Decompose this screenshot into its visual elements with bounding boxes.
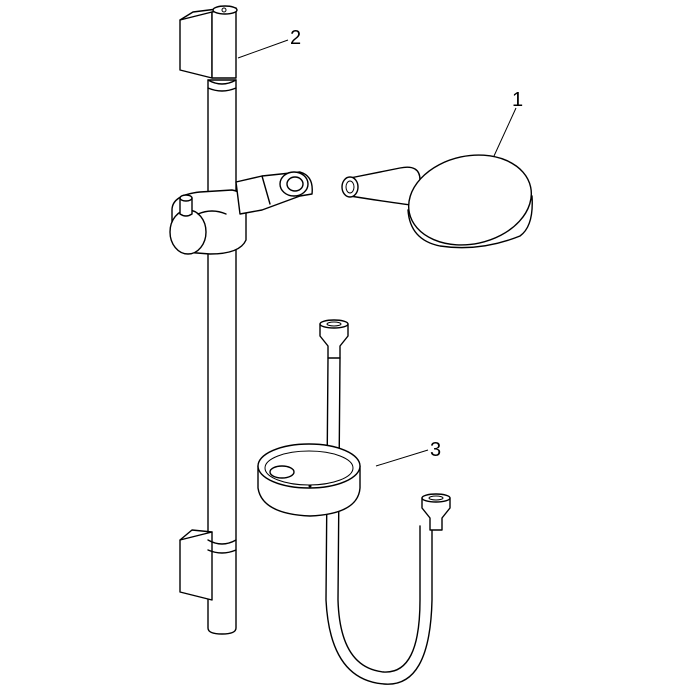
- callout-label-1: 1: [512, 89, 523, 111]
- hose-assembly: [257, 319, 451, 685]
- slider-knob-icon: [179, 197, 193, 217]
- shower-head: [407, 154, 533, 246]
- rod-top-cap: [212, 5, 238, 15]
- hand-shower: [341, 154, 533, 249]
- holder-socket: [286, 176, 304, 192]
- hose-top-nut: [319, 323, 349, 359]
- callout-2: 2: [237, 27, 301, 59]
- callout-3: 3: [375, 439, 441, 467]
- callout-label-2: 2: [290, 27, 301, 49]
- bottom-wall-bracket: [179, 529, 237, 601]
- hose-bottom-nut: [421, 497, 451, 531]
- soap-dish-hole: [269, 465, 295, 479]
- callout-label-3: 3: [430, 439, 441, 461]
- callout-1: 1: [493, 89, 523, 157]
- top-wall-bracket: [179, 7, 237, 79]
- wall-bar-assembly: [169, 5, 313, 635]
- soap-dish: [257, 443, 361, 517]
- rod-top-screw-icon: [221, 7, 227, 13]
- bar-slider: [169, 171, 313, 255]
